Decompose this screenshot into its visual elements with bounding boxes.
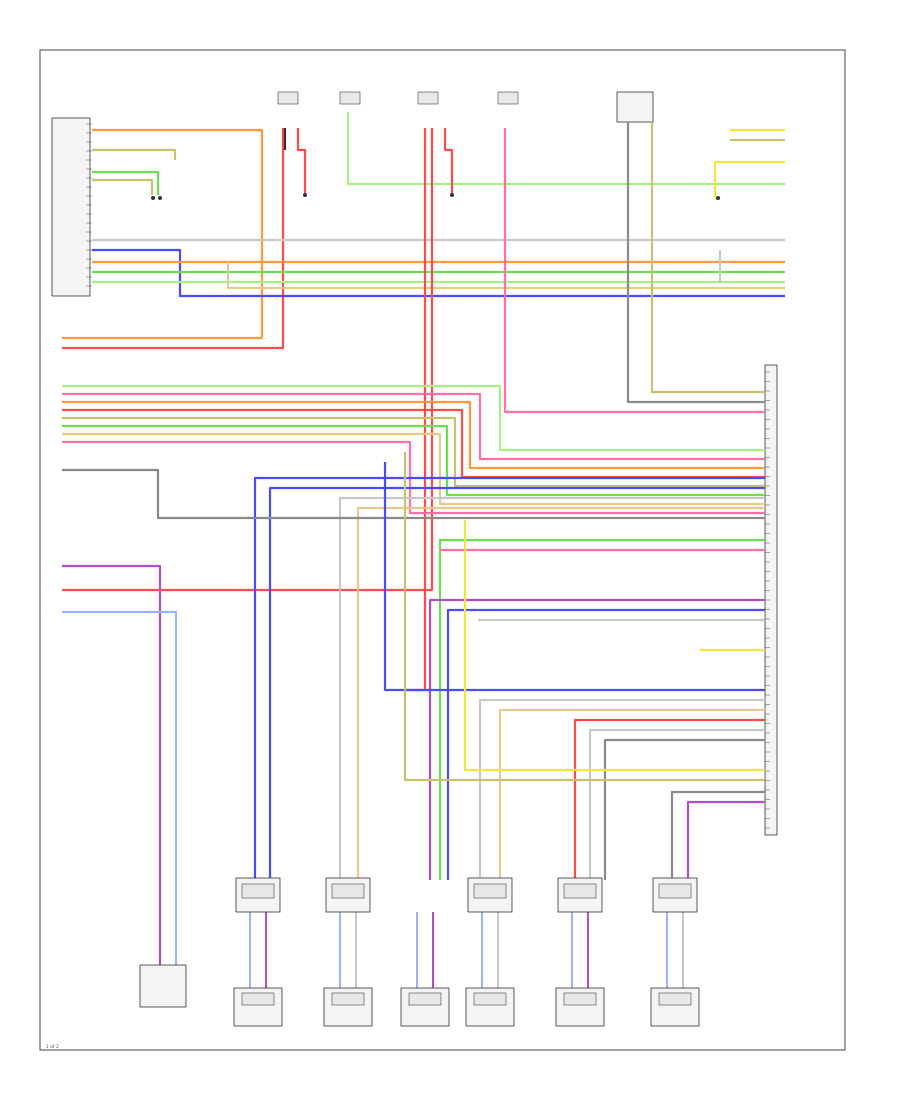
speaker-driver-inner-0 (241, 883, 275, 899)
diagram-frame (39, 49, 846, 1051)
wire-purple-v19 (686, 800, 765, 880)
wire-olive-v17 (403, 452, 765, 782)
speaker-inner-1 (331, 992, 365, 1006)
wire-mid-1 (62, 392, 765, 461)
speaker-inner-5 (658, 992, 692, 1006)
wire-gray-trm (626, 122, 765, 404)
wire-pink-fuse4 (503, 128, 765, 414)
wire-gray-v15 (603, 738, 765, 880)
wire-tan-v4 (356, 506, 765, 880)
wire-blue-v2 (268, 486, 765, 880)
bottom-left-module (139, 964, 187, 1008)
wire-mid-5 (62, 424, 765, 497)
wire-gray-v14 (588, 728, 765, 880)
wire-gray-v18 (670, 790, 765, 880)
speaker-inner-2 (408, 992, 442, 1006)
speaker-driver-inner-3 (473, 883, 507, 899)
wire-blue-v10 (383, 462, 765, 692)
wire-tan-v12 (498, 708, 765, 880)
left-module-connector (51, 117, 91, 297)
wire-green-stub (92, 170, 160, 195)
wire-lightgreen-fuse2 (346, 112, 785, 186)
wire-gray-v3 (338, 496, 765, 880)
wire-gray-v11 (478, 698, 765, 880)
speaker-inner-0 (241, 992, 275, 1006)
wire-yellow-v16 (463, 520, 765, 772)
top-right-module (616, 91, 654, 123)
speaker-driver-row (235, 877, 698, 913)
wire-red-fuse3c (443, 128, 454, 195)
speaker-driver-inner-4 (563, 883, 597, 899)
speaker-inner-3 (473, 992, 507, 1006)
speaker-row (233, 987, 700, 1027)
wire-olive-trm (650, 122, 765, 394)
wire-label-group (86, 123, 770, 829)
ground-symbols (151, 193, 720, 200)
wire-red-fuse1 (62, 128, 285, 350)
wire-red-v13 (573, 718, 765, 880)
fuse-block-1 (277, 91, 519, 105)
wire-green-v5 (438, 538, 765, 880)
wire-gray-left (62, 468, 765, 520)
wire-mid-4 (62, 416, 765, 488)
wire-olive-top (92, 148, 177, 160)
wire-purple-v6 (428, 598, 765, 880)
wire-bus-tan (226, 262, 785, 290)
wire-mid-6 (62, 432, 765, 506)
wire-group (62, 112, 785, 1000)
wire-mid-2 (62, 400, 765, 470)
speaker-inner-4 (563, 992, 597, 1006)
speaker-driver-inner-5 (658, 883, 692, 899)
wire-orange-top (62, 128, 264, 340)
wire-blue-v1 (253, 476, 765, 880)
speaker-driver-inner-1 (331, 883, 365, 899)
wire-purple-left (62, 564, 162, 1000)
wire-red-fuse1b (296, 128, 307, 195)
wire-olive-stub (92, 178, 154, 195)
wire-red-fuse3b (62, 128, 434, 592)
page-corner-label: 1 of 2 (46, 1044, 59, 1050)
wire-lightblue-left (62, 610, 178, 1000)
wire-mid-0 (62, 384, 765, 452)
wire-blue-v7 (446, 608, 765, 880)
